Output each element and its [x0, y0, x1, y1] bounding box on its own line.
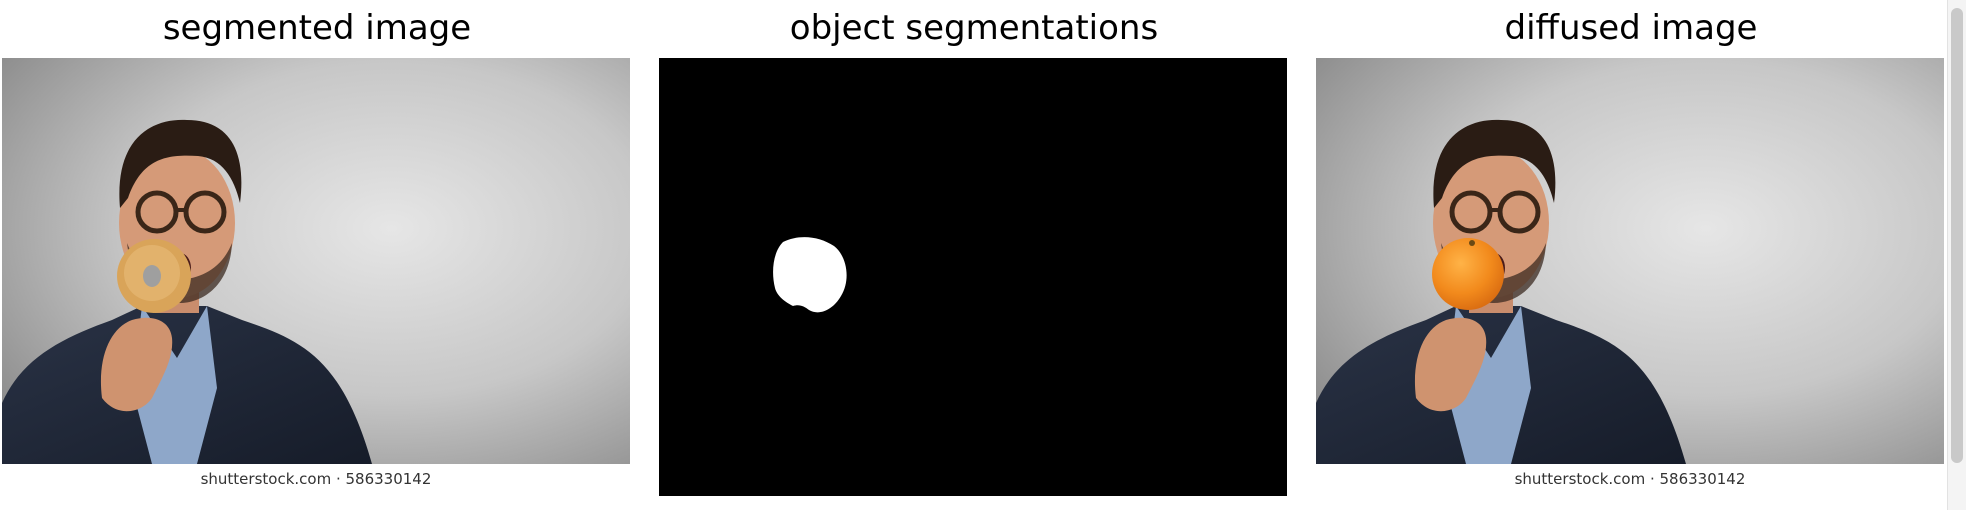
donut-hole [143, 265, 161, 287]
segmentation-mask-frame [659, 58, 1287, 496]
hair [1433, 119, 1556, 208]
hand [100, 317, 173, 412]
vertical-scrollbar[interactable] [1947, 0, 1966, 510]
hand [1414, 317, 1487, 412]
mask-background [659, 58, 1287, 496]
watermark-strip [1316, 464, 1944, 496]
segmented-image-title: segmented image [162, 8, 472, 48]
orange-stem [1469, 240, 1475, 246]
diffused-image-title: diffused image [1504, 8, 1758, 48]
diffused-image-frame: shutterstock.com · 586330142 [1316, 58, 1944, 496]
object-segmentations-title: object segmentations [789, 8, 1159, 48]
watermark-strip [2, 464, 630, 496]
mask-object [773, 237, 847, 313]
diffused-photo [1316, 58, 1944, 496]
segmented-photo [2, 58, 630, 496]
segmented-image-frame: shutterstock.com · 586330142 [2, 58, 630, 496]
segmented-image-panel: segmented image [2, 0, 632, 510]
scrollbar-thumb[interactable] [1951, 8, 1963, 463]
object-segmentations-panel: object segmentations [659, 0, 1289, 510]
watermark: shutterstock.com · 586330142 [1514, 470, 1746, 488]
watermark: shutterstock.com · 586330142 [200, 470, 432, 488]
hair [119, 119, 242, 208]
diffused-image-panel: diffused image [1316, 0, 1946, 510]
segmentation-mask [659, 58, 1287, 496]
orange [1432, 238, 1504, 310]
